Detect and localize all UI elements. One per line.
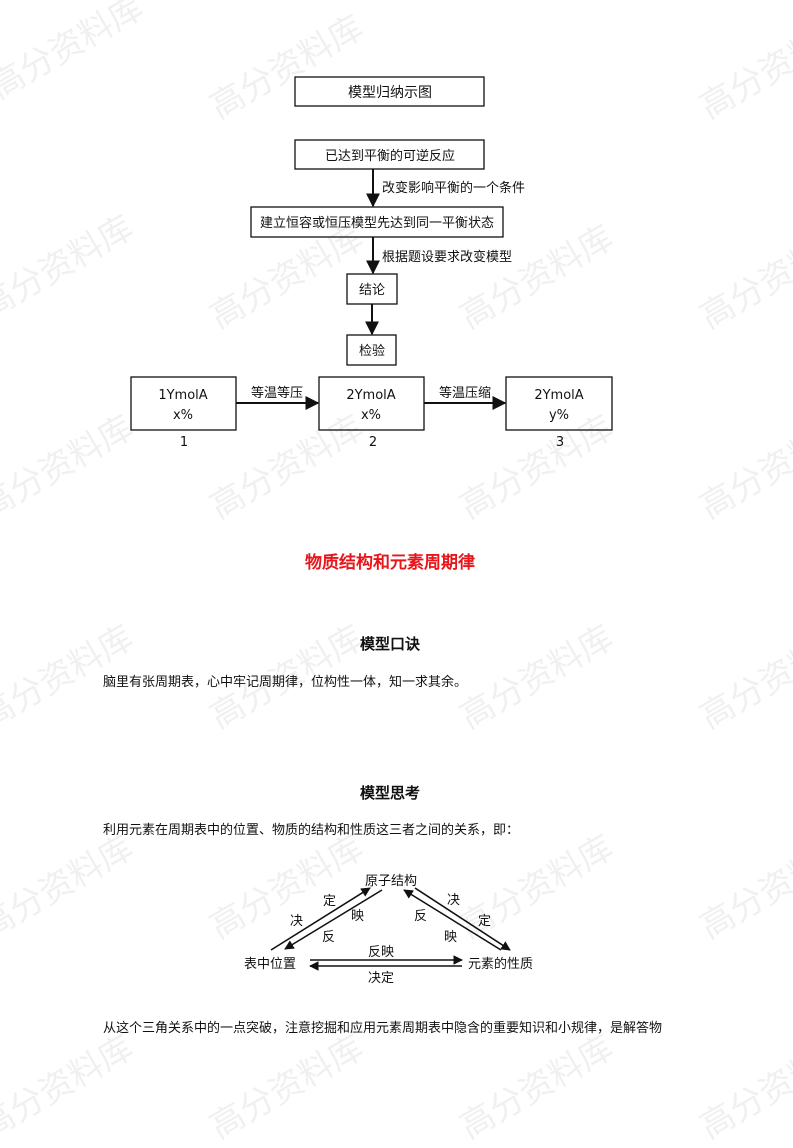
model-text: 建立恒容或恒压模型先达到同一平衡状态 <box>260 215 494 231</box>
state-1-number: 1 <box>180 435 188 450</box>
flowchart-title: 模型归纳示图 <box>348 84 432 101</box>
start-text: 已达到平衡的可逆反应 <box>325 148 455 164</box>
state-3-number: 3 <box>556 435 564 450</box>
edge-label: 决 <box>447 893 460 908</box>
state-2-line2: x% <box>361 408 381 423</box>
watermark: 高分资料库 <box>203 1027 371 1148</box>
thinking-conclusion: 从这个三角关系中的一点突破，注意挖掘和应用元素周期表中隐含的重要知识和小规律，是… <box>103 1021 663 1036</box>
thinking-heading: 模型思考 <box>359 784 420 802</box>
arrow-properties-to-structure <box>403 889 502 951</box>
transition-2-label: 等温压缩 <box>439 385 491 401</box>
state-1-line2: x% <box>173 408 193 423</box>
arrow-structure-to-properties <box>414 887 511 951</box>
watermark: 高分资料库 <box>453 1027 621 1148</box>
step2-label: 根据题设要求改变模型 <box>382 249 512 265</box>
step1-label: 改变影响平衡的一个条件 <box>382 180 525 196</box>
edge-label: 映 <box>351 909 364 924</box>
thinking-intro: 利用元素在周期表中的位置、物质的结构和性质这三者之间的关系，即： <box>103 823 520 838</box>
section-title: 物质结构和元素周期律 <box>305 553 475 573</box>
conclusion-text: 结论 <box>359 283 385 298</box>
arrow-structure-to-position <box>284 889 383 950</box>
watermark: 高分资料库 <box>453 617 621 738</box>
transition-1-label: 等温等压 <box>251 385 303 401</box>
mnemonic-text: 脑里有张周期表，心中牢记周期律，位构性一体，知一求其余。 <box>103 675 468 690</box>
start-box <box>294 139 485 170</box>
edge-label: 映 <box>444 930 457 945</box>
state-2-number: 2 <box>369 435 377 450</box>
watermark: 高分资料库 <box>693 617 793 738</box>
watermark: 高分资料库 <box>693 827 793 948</box>
node-table-position: 表中位置 <box>244 957 296 972</box>
edge-label: 定 <box>478 914 491 929</box>
arrow-position-to-structure <box>270 887 371 951</box>
watermark: 高分资料库 <box>693 1027 793 1148</box>
watermark: 高分资料库 <box>0 827 141 948</box>
state-3-line2: y% <box>549 408 569 423</box>
edge-label: 决定 <box>368 971 394 986</box>
model-flowchart: 模型归纳示图 已达到平衡的可逆反应 建立恒容或恒压模型先达到同一平衡状态 结论 … <box>130 76 613 450</box>
state-1-line1: 1YmolA <box>158 388 207 403</box>
edge-label: 决 <box>290 914 303 929</box>
watermark: 高分资料库 <box>0 1027 141 1148</box>
edge-label: 定 <box>323 894 336 909</box>
state-3-line1: 2YmolA <box>534 388 583 403</box>
check-text: 检验 <box>359 343 385 359</box>
mnemonic-heading: 模型口诀 <box>359 635 420 653</box>
edge-label: 反 <box>322 930 335 945</box>
node-element-properties: 元素的性质 <box>468 956 533 972</box>
node-atomic-structure: 原子结构 <box>365 874 417 889</box>
edge-label: 反 <box>414 909 427 924</box>
triangle-diagram: 原子结构 表中位置 元素的性质 决 定 反 映 决 定 反 映 反映 决定 <box>244 874 533 986</box>
title-box <box>294 76 485 107</box>
state-2-line1: 2YmolA <box>346 388 395 403</box>
edge-label: 反映 <box>368 945 394 960</box>
